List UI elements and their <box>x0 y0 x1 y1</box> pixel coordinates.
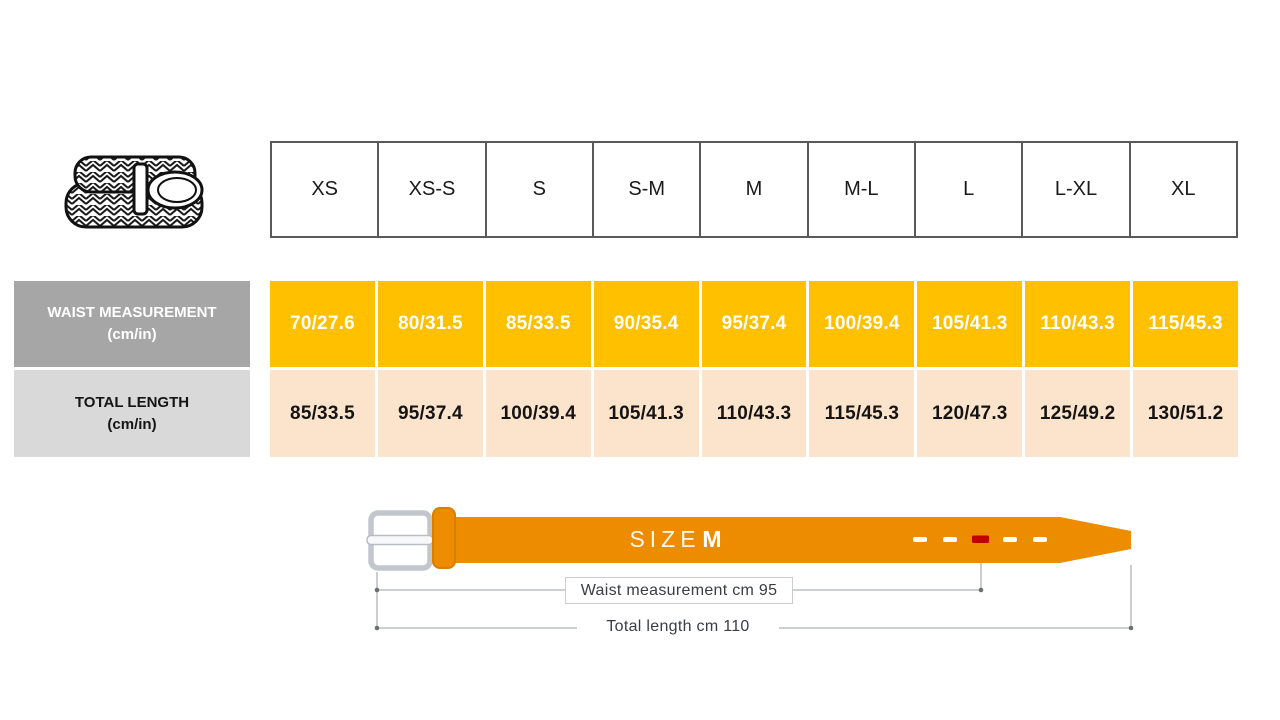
waist-row-label-line1: WAIST MEASUREMENT <box>47 304 217 322</box>
size-header-cell: L <box>913 143 1021 236</box>
waist-row-label: WAIST MEASUREMENT (cm/in) <box>14 281 250 367</box>
size-value-label: M <box>702 526 721 552</box>
size-header-cell: XS-S <box>377 143 484 236</box>
total-length-value-cell: 110/43.3 <box>701 370 807 457</box>
total-length-row-label: TOTAL LENGTH (cm/in) <box>14 370 250 457</box>
total-length-value-cell: 100/39.4 <box>485 370 591 457</box>
total-length-value-cell: 85/33.5 <box>270 370 375 457</box>
highlighted-hole <box>972 535 989 543</box>
total-length-text: Total length cm 110 <box>606 618 750 635</box>
waist-value-cell: 115/45.3 <box>1133 281 1239 367</box>
size-header-cell: M <box>699 143 806 236</box>
size-header-cell: L-XL <box>1021 143 1128 236</box>
measurement-line-endpoints <box>374 587 1134 631</box>
waist-value-cell: 90/35.4 <box>593 281 699 367</box>
size-header-cell: S <box>484 143 592 236</box>
size-header-cell: XS <box>311 178 338 200</box>
waist-value-cell: 95/37.4 <box>701 281 807 367</box>
belt-keeper <box>432 507 456 569</box>
size-header-row: XS XS-S S S-M M M-L L L-XL XL <box>270 141 1238 238</box>
belt-holes <box>913 535 1047 543</box>
size-header-cell: S-M <box>591 143 699 236</box>
total-length-value-cell: 130/51.2 <box>1133 370 1239 457</box>
waist-value-cell: 100/39.4 <box>809 281 915 367</box>
waist-values-row: 70/27.6 80/31.5 85/33.5 90/35.4 95/37.4 … <box>270 281 1239 367</box>
braided-belt-icon <box>64 155 204 229</box>
total-length-values-row: 85/33.5 95/37.4 100/39.4 105/41.3 110/43… <box>270 370 1239 457</box>
waist-row-label-line2: (cm/in) <box>107 326 157 343</box>
size-header-cell: XL <box>1128 143 1236 236</box>
size-header-cell: M-L <box>806 143 914 236</box>
total-length-value-cell: 120/47.3 <box>917 370 1023 457</box>
belt-strap <box>452 517 1131 563</box>
buckle-prong <box>366 534 434 546</box>
waist-value-cell: 105/41.3 <box>917 281 1023 367</box>
total-length-label: Total length cm 110 <box>577 614 779 640</box>
waist-value-cell: 70/27.6 <box>270 281 375 367</box>
size-word-label: SIZE <box>629 526 700 552</box>
waist-measurement-label: Waist measurement cm 95 <box>565 577 793 604</box>
total-length-value-cell: 95/37.4 <box>377 370 483 457</box>
total-length-row-label-line2: (cm/in) <box>107 415 157 433</box>
waist-value-cell: 80/31.5 <box>377 281 483 367</box>
total-length-value-cell: 125/49.2 <box>1025 370 1131 457</box>
total-length-value-cell: 105/41.3 <box>593 370 699 457</box>
waist-measurement-text: Waist measurement cm 95 <box>580 581 778 599</box>
waist-value-cell: 110/43.3 <box>1025 281 1131 367</box>
total-length-value-cell: 115/45.3 <box>809 370 915 457</box>
waist-value-cell: 85/33.5 <box>485 281 591 367</box>
total-length-row-label-line1: TOTAL LENGTH <box>74 393 190 411</box>
